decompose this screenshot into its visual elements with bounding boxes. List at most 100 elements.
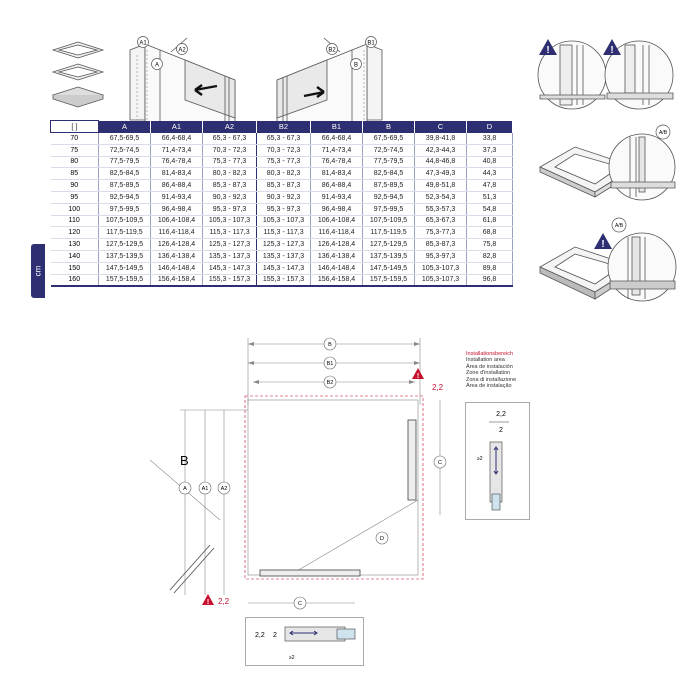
table-cell: 52,3-54,3 (414, 191, 467, 204)
warning-icon: ! (603, 39, 621, 56)
callout-b1 (365, 36, 377, 48)
table-cell: 39,8-41,8 (414, 132, 467, 145)
legend-line: Installation area (466, 357, 505, 364)
svg-text:!: ! (417, 373, 419, 380)
table-cell: 105,3 - 107,3 (256, 215, 311, 228)
table-cell: 86,4-88,4 (150, 179, 203, 192)
table-cell: 65,3 - 67,3 (202, 132, 257, 145)
header-a: A (98, 120, 151, 133)
table-cell: 96,8 (466, 274, 513, 288)
table-cell: 75,8 (466, 238, 513, 251)
bottom-tol-min2: ≥2 (289, 655, 295, 661)
profile-tol-min2: ≥2 (477, 456, 483, 462)
table-cell: 136,4-138,4 (310, 250, 363, 263)
table-cell: 145,3 - 147,3 (202, 262, 257, 275)
table-cell: 107,5-109,5 (98, 215, 151, 228)
table-cell: 156,4-158,4 (150, 274, 203, 288)
callout-a1-label: A1 (139, 41, 147, 47)
table-cell: 147,5-149,5 (362, 262, 415, 275)
plan-dim-a2: A2 (221, 486, 228, 492)
svg-text:!: ! (207, 599, 209, 606)
table-cell: 105,3 - 107,3 (202, 215, 257, 228)
table-cell: 95 (50, 191, 99, 204)
table-cell: 65,3 - 67,3 (256, 132, 311, 145)
table-cell: 70 (50, 132, 99, 145)
table-cell: 81,4-83,4 (150, 167, 203, 181)
callout-ab-label: A/B (615, 223, 624, 229)
plan-b-diagonal-label: B (180, 453, 189, 468)
table-cell: 107,5-109,5 (362, 215, 415, 228)
table-cell: 95,3-97,3 (414, 250, 467, 263)
profile-detail-right: 2,2 2 ≥2 (465, 402, 530, 520)
table-cell: 77,5-79,5 (362, 156, 415, 169)
warning-icon: ! (539, 39, 557, 56)
profile-tol-22: 2,2 (496, 411, 506, 418)
tray-stack-illustration (51, 41, 105, 108)
plan-dim-a: A (183, 486, 187, 492)
table-cell: 147,5-149,5 (98, 262, 151, 275)
header-b1: B1 (310, 120, 363, 133)
unit-tab-label: cm (33, 265, 43, 277)
table-cell: 156,4-158,4 (310, 274, 363, 288)
table-cell: 75 (50, 144, 99, 157)
installation-area-legend: Installationsbereich Installation area Á… (466, 351, 516, 389)
plan-dim-b1: B1 (327, 361, 334, 367)
table-cell: 47,3-49,3 (414, 167, 467, 181)
header-a2: A2 (202, 120, 257, 133)
table-cell: 65,3-67,3 (414, 215, 467, 228)
table-cell: 95,3 - 97,3 (256, 203, 311, 216)
legend-line: Área de instalação (466, 383, 512, 390)
table-cell: 82,8 (466, 250, 513, 263)
table-cell: 90 (50, 179, 99, 192)
table-cell: 106,4-108,4 (150, 215, 203, 228)
table-cell: 61,8 (466, 215, 513, 228)
table-cell: 136,4-138,4 (150, 250, 203, 263)
plan-dim-b2: B2 (327, 380, 334, 386)
table-cell: 126,4-128,4 (310, 238, 363, 251)
table-cell: 115,3 - 117,3 (256, 226, 311, 240)
svg-text:!: ! (546, 45, 549, 56)
table-cell: 90,3 - 92,3 (202, 191, 257, 204)
table-cell: 127,5-129,5 (98, 238, 151, 251)
plan-dim-b: B (328, 342, 332, 348)
table-cell: 75,3-77,3 (414, 226, 467, 240)
table-cell: 80 (50, 156, 99, 169)
header-b: B (362, 120, 415, 133)
table-cell: 126,4-128,4 (150, 238, 203, 251)
table-cell: 89,8 (466, 262, 513, 275)
table-cell: 77,5-79,5 (98, 156, 151, 169)
table-cell: 117,5-119,5 (98, 226, 151, 240)
table-cell: 91,4-93,4 (310, 191, 363, 204)
enclosure-right-iso: B2 B1 B (276, 36, 383, 122)
table-cell: 96,4-98,4 (150, 203, 203, 216)
legend-line: Zone d'installation (466, 370, 511, 377)
callout-b2 (326, 43, 338, 55)
table-cell: 91,4-93,4 (150, 191, 203, 204)
table-cell: 70,3 - 72,3 (256, 144, 311, 157)
detail-tray-middle: A/B (539, 124, 676, 201)
callout-b1-label: B1 (367, 41, 375, 47)
callout-a-label: A (155, 63, 159, 69)
table-cell: 92,5-94,5 (362, 191, 415, 204)
table-cell: 146,4-148,4 (310, 262, 363, 275)
table-header-row: [ ] A A1 A2 B2 B1 B C D (50, 120, 513, 133)
table-cell: 115,3 - 117,3 (202, 226, 257, 240)
callout-b-label: B (354, 63, 358, 69)
table-cell: 40,8 (466, 156, 513, 169)
callout-a (151, 58, 163, 70)
table-cell: 86,4-88,4 (310, 179, 363, 192)
table-cell: 68,8 (466, 226, 513, 240)
callout-b (350, 58, 362, 70)
profile-tol-min2-label: ≥2 (477, 456, 483, 462)
warning-icon: ! (594, 233, 612, 250)
